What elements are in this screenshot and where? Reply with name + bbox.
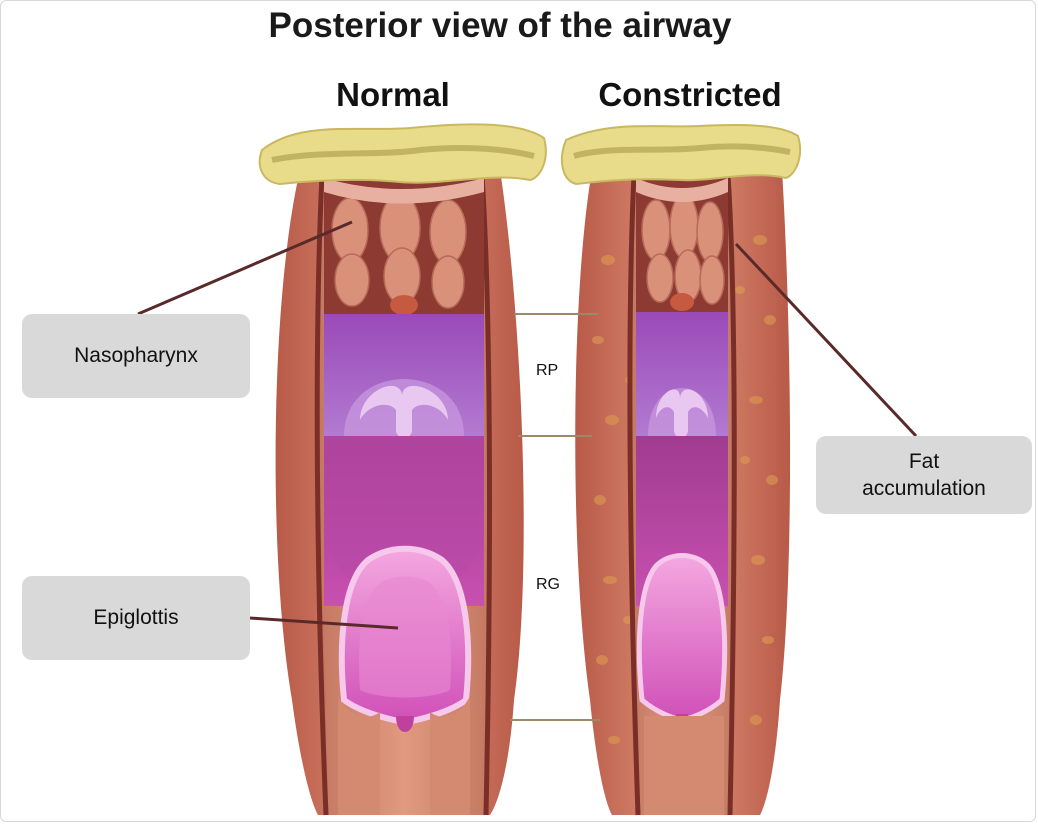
callout-fat-line2: accumulation: [862, 475, 986, 502]
callout-nasopharynx-text: Nasopharynx: [74, 342, 198, 369]
callout-epiglottis: Epiglottis: [22, 576, 250, 660]
callout-nasopharynx: Nasopharynx: [22, 314, 250, 398]
region-label-rg: RG: [536, 576, 560, 594]
normal-turbinates: [332, 194, 466, 308]
normal-airway: [260, 124, 546, 815]
constricted-epiglottis: [639, 556, 724, 721]
region-label-rp: RP: [536, 362, 558, 380]
callout-fat-line1: Fat: [909, 448, 939, 475]
callout-fat-accumulation: Fat accumulation: [816, 436, 1032, 514]
constricted-turbinates: [642, 194, 724, 304]
constricted-airway: [562, 125, 800, 815]
callout-epiglottis-text: Epiglottis: [93, 604, 178, 631]
